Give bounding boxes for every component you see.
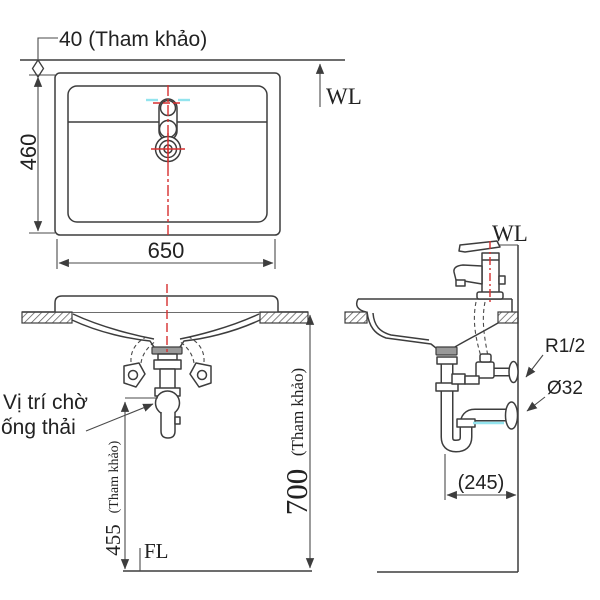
supply-thread-label: R1/2 — [545, 336, 585, 357]
counter-section-side-right — [497, 311, 519, 324]
rim-height-note: (Tham khảo) — [288, 368, 307, 456]
bowl-curve-right — [179, 319, 261, 348]
drain-diameter-label: Ø32 — [547, 378, 583, 399]
angle-valve — [475, 353, 519, 384]
bowl-profile-back — [454, 322, 499, 348]
offset-leader — [37, 37, 58, 59]
mounting-clip-right — [178, 336, 212, 388]
bowl-curve-left-2 — [72, 313, 155, 340]
drain-note-line2: ống thải — [1, 416, 76, 439]
drain-note-leader — [85, 403, 154, 432]
drain-height-label: 455 — [101, 524, 125, 556]
bowl-profile-front — [366, 311, 437, 349]
dim-rim-height-700: 700 (Tham khảo) — [279, 314, 315, 569]
drain-wall-flange — [504, 401, 519, 430]
front-view: Vị trí chờ ống thải 455 (Tham khảo) FL 7… — [1, 284, 315, 572]
counter-section-right — [259, 311, 309, 324]
drain-height-note: (Tham khảo) — [107, 440, 122, 513]
drain-note: Vị trí chờ ống thải — [1, 391, 154, 439]
counter-section-side-left — [344, 311, 368, 324]
mounting-clip-left — [123, 336, 157, 388]
bowl-curve-right-2 — [179, 313, 260, 340]
dim-depth-460: 460 — [16, 74, 55, 234]
bowl-profile-inner — [372, 312, 430, 341]
side-view: WL — [344, 221, 585, 573]
trap-offset-label: (245) — [458, 472, 505, 494]
rim-height-label: 700 — [279, 469, 314, 516]
plan-view: WL 40 (Tham khảo) 460 — [16, 28, 362, 269]
dim-width-650: 650 — [56, 238, 276, 269]
dim-drain-height-455: 455 (Tham khảo) — [101, 397, 158, 570]
supply-hose-dashed-1 — [473, 301, 483, 361]
wl-label-top: WL — [326, 84, 362, 109]
floor-level-label: FL — [144, 539, 169, 563]
faucet-side-icon — [453, 240, 506, 305]
drain-trap-side — [435, 346, 519, 453]
rim-front-edge — [355, 298, 367, 313]
bowl-curve-left — [71, 319, 155, 348]
depth-label: 460 — [16, 134, 41, 171]
dim-trap-offset-245: (245) — [444, 454, 517, 500]
supply-thread-callout: R1/2 — [525, 336, 585, 378]
drain-trap-front — [151, 346, 183, 439]
supply-hose-dashed-2 — [482, 301, 490, 363]
drain-note-line1: Vị trí chờ — [3, 391, 88, 414]
supply-wall-flange — [508, 360, 519, 384]
counter-section-left — [21, 311, 73, 324]
offset-label: 40 (Tham khảo) — [59, 28, 207, 51]
width-label: 650 — [148, 238, 185, 263]
drain-diameter-callout: Ø32 — [526, 378, 583, 412]
